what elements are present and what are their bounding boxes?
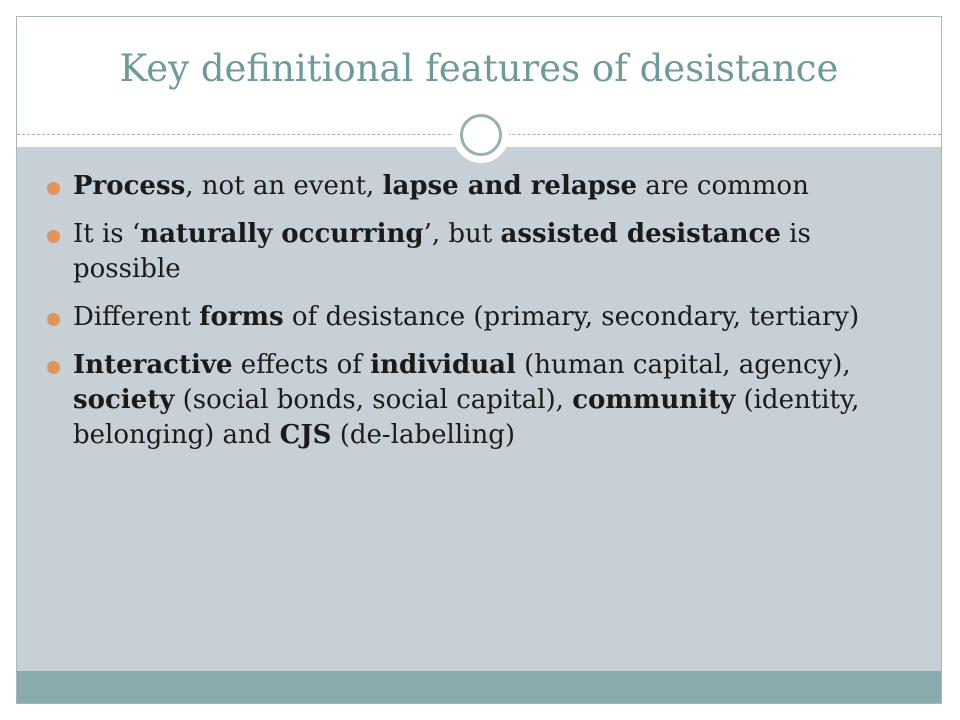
bullet-segment: (identity, belonging) and <box>73 385 860 450</box>
bullet-segment: lapse and relapse <box>382 171 638 201</box>
bullet-text: It is ‘naturally occurring’, but assiste… <box>73 219 811 284</box>
bullet-item: Process, not an event, lapse and relapse… <box>47 169 907 204</box>
bullet-text: Different forms of desistance (primary, … <box>73 302 859 332</box>
bullet-dot-icon <box>47 230 60 243</box>
bullet-segment: community <box>572 385 736 415</box>
bullet-dot-icon <box>47 313 60 326</box>
bullet-segment: is possible <box>73 219 811 284</box>
bullet-segment: (social bonds, social capital), <box>174 385 573 415</box>
content-panel <box>17 147 941 671</box>
bullet-segment: (de-labelling) <box>331 420 515 450</box>
ornament-ring <box>460 114 502 156</box>
bullet-list: Process, not an event, lapse and relapse… <box>47 169 907 466</box>
bullet-segment: individual <box>370 350 516 380</box>
bullet-item: It is ‘naturally occurring’, but assiste… <box>47 217 907 287</box>
bullet-segment: Different <box>73 302 200 332</box>
bullet-item: Interactive effects of individual (human… <box>47 348 907 453</box>
bullet-dot-icon <box>47 182 60 195</box>
bullet-segment: forms <box>199 302 284 332</box>
slide-title: Key definitional features of desistance <box>119 47 839 90</box>
bullet-segment: (human capital, agency), <box>515 350 851 380</box>
bullet-segment: naturally occurring <box>140 219 424 249</box>
bullet-segment: Interactive <box>73 350 233 380</box>
bullet-item: Different forms of desistance (primary, … <box>47 300 907 335</box>
bullet-segment: effects of <box>232 350 371 380</box>
bullet-segment: CJS <box>279 420 332 450</box>
bullet-segment: Process <box>73 171 186 201</box>
bullet-segment: ’, but <box>423 219 501 249</box>
bullet-segment: assisted desistance <box>500 219 781 249</box>
bullet-text: Interactive effects of individual (human… <box>73 350 859 450</box>
bullet-dot-icon <box>47 361 60 374</box>
bullet-segment: , not an event, <box>185 171 383 201</box>
bullet-segment: of desistance (primary, secondary, terti… <box>283 302 860 332</box>
bullet-segment: society <box>73 385 175 415</box>
bottom-band <box>17 671 941 703</box>
circle-ring-icon <box>453 107 509 163</box>
bullet-segment: are common <box>637 171 809 201</box>
bullet-segment: It is ‘ <box>73 219 141 249</box>
slide: Key definitional features of desistance … <box>16 16 942 704</box>
bullet-text: Process, not an event, lapse and relapse… <box>73 171 809 201</box>
